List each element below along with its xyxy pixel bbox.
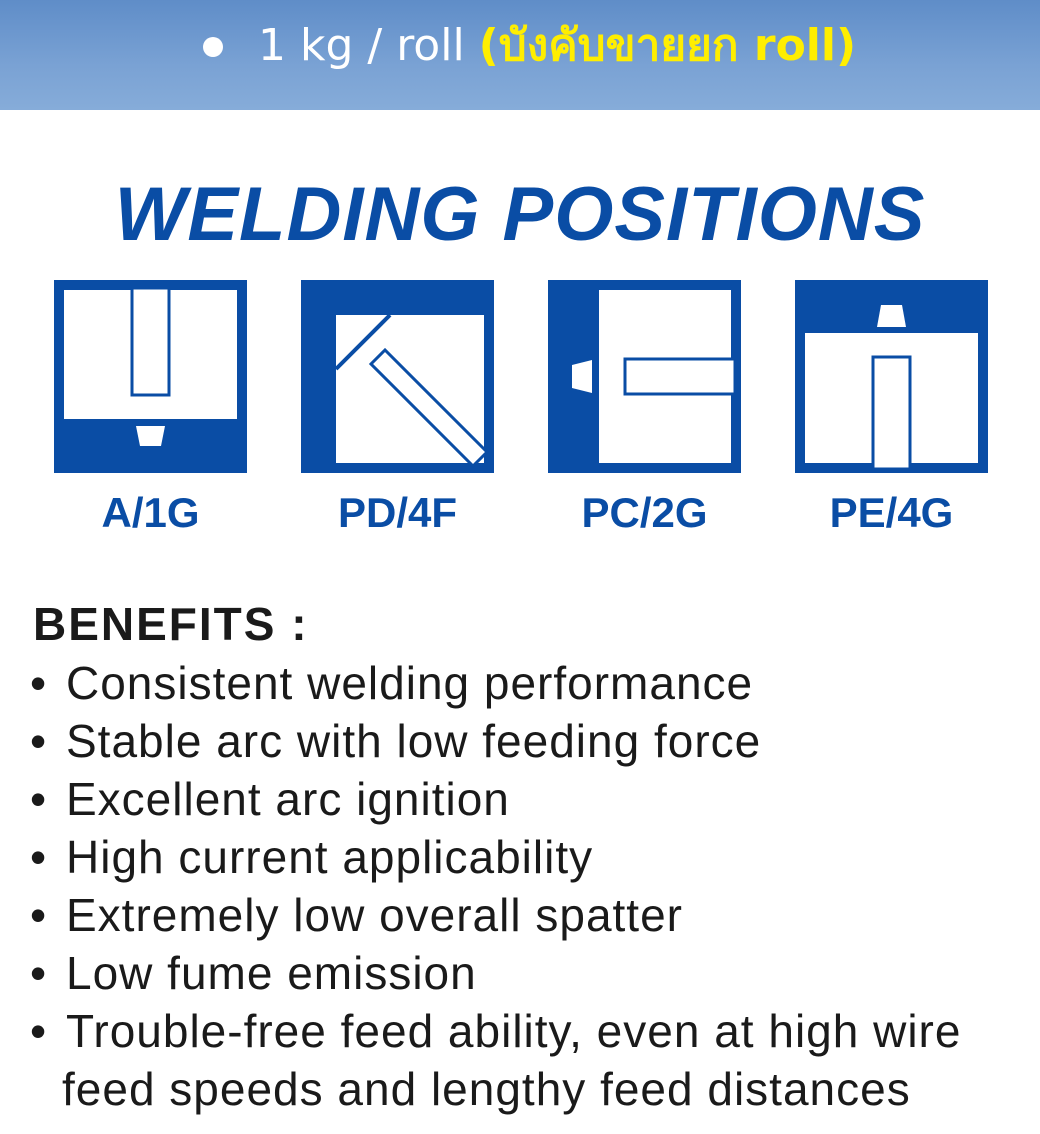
benefit-text: Extremely low overall spatter <box>66 889 683 941</box>
bullet-icon: • <box>30 657 48 709</box>
top-banner: 1 kg / roll (บังคับขายยก roll) <box>0 0 1040 110</box>
benefits-heading: BENEFITS : <box>33 598 309 650</box>
position-label-a1g: A/1G <box>101 489 200 536</box>
overhead-fillet-position-icon <box>301 280 494 473</box>
section-title: WELDING POSITIONS <box>114 172 926 257</box>
benefit-text: Stable arc with low feeding force <box>66 715 762 767</box>
bullet-icon: • <box>30 831 48 883</box>
benefit-item: • Consistent welding performance <box>30 654 1030 712</box>
overhead-position-icon <box>795 280 988 473</box>
benefit-item: • Trouble-free feed ability, even at hig… <box>30 1002 1030 1118</box>
position-label-pc2g: PC/2G <box>581 489 708 536</box>
benefit-text: Low fume emission <box>66 947 477 999</box>
bullet-icon: • <box>30 889 48 941</box>
flat-position-icon <box>54 280 247 473</box>
benefits-list: • Consistent welding performance • Stabl… <box>30 654 1030 1118</box>
benefit-item: • Stable arc with low feeding force <box>30 712 1030 770</box>
benefit-item: • Extremely low overall spatter <box>30 886 1030 944</box>
benefit-item: • Excellent arc ignition <box>30 770 1030 828</box>
bullet-icon: • <box>30 1005 48 1057</box>
position-label-pe4g: PE/4G <box>829 489 954 536</box>
benefit-text: Consistent welding performance <box>66 657 754 709</box>
benefit-text: High current applicability <box>66 831 594 883</box>
sales-condition-text: (บังคับขายยก roll) <box>478 20 857 71</box>
position-label-pd4f: PD/4F <box>337 489 458 536</box>
bullet-icon: • <box>30 773 48 825</box>
benefit-text: Trouble-free feed ability, even at high … <box>66 1005 962 1057</box>
bullet-icon <box>203 37 223 57</box>
banner-text: 1 kg / roll (บังคับขายยก roll) <box>258 16 856 76</box>
benefit-text-continuation: feed speeds and lengthy feed distances <box>62 1063 911 1115</box>
benefit-text: Excellent arc ignition <box>66 773 510 825</box>
benefit-item: • High current applicability <box>30 828 1030 886</box>
bullet-icon: • <box>30 947 48 999</box>
bullet-icon: • <box>30 715 48 767</box>
roll-weight-text: 1 kg / roll <box>258 20 479 71</box>
horizontal-position-icon <box>548 280 741 473</box>
benefit-item: • Low fume emission <box>30 944 1030 1002</box>
